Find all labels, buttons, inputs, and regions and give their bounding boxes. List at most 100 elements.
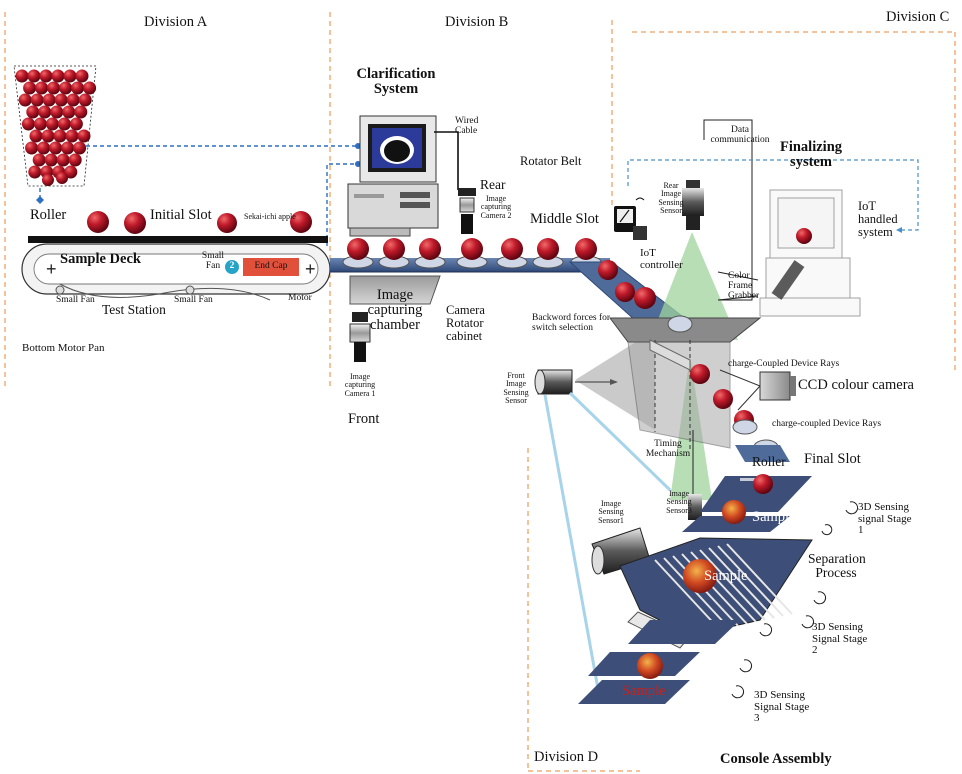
iot-handled-system-label: IoT handled system — [858, 200, 908, 239]
hopper-apple — [50, 106, 63, 119]
hopper-apple — [34, 118, 47, 131]
bottom-motor-pan-label: Bottom Motor Pan — [22, 343, 105, 355]
hopper-apple — [58, 118, 71, 131]
hopper-apple — [28, 70, 41, 83]
roller-c-label: Roller — [752, 455, 786, 469]
initial-slot-label: Initial Slot — [150, 208, 212, 223]
apple-variety-label: Sekai-ichi apple — [244, 213, 296, 221]
hopper-apple — [57, 154, 70, 167]
division-c-title: Division C — [886, 10, 949, 25]
hopper-apple — [19, 94, 32, 107]
hopper-apple — [83, 82, 96, 95]
division-b-title: Division B — [445, 15, 508, 30]
hopper-apple — [35, 82, 48, 95]
hopper-apple — [25, 142, 38, 155]
end-cap-label: End Cap — [243, 262, 299, 272]
front-sensor-label: Front Image Sensing Sensor — [498, 372, 534, 406]
hopper-apple — [37, 142, 50, 155]
hopper-apple — [56, 172, 68, 184]
hopper-apple — [42, 174, 54, 186]
belt-apple — [419, 238, 441, 260]
hopper-apple — [47, 82, 60, 95]
roller-label: Roller — [30, 208, 66, 223]
hopper-apple — [23, 82, 36, 95]
belt-apple — [501, 238, 523, 260]
svg-text:+: + — [46, 259, 57, 279]
final-slot-label: Final Slot — [804, 452, 861, 467]
hopper-apple — [64, 70, 77, 83]
rear-sensor-label: Rear Image Sensing Sensor — [656, 182, 686, 216]
front-sensor — [535, 370, 572, 394]
hopper-apple — [46, 118, 59, 131]
hopper-apple — [73, 142, 86, 155]
camera-2-label: Image capturing Camera 2 — [476, 195, 516, 220]
sample-mid-label: Sample — [704, 569, 748, 584]
hopper-apple — [79, 94, 92, 107]
hopper-apple — [66, 130, 79, 143]
hopper-apple — [45, 154, 58, 167]
stage-2-label: 3D Sensing Signal Stage 2 — [812, 622, 872, 657]
data-communication-label: Data communication — [710, 126, 770, 146]
hopper-apple — [43, 94, 56, 107]
ccd-camera-label: CCD colour camera — [798, 378, 914, 393]
color-frame-grabber-label: Color Frame Grabber — [728, 272, 776, 302]
image-capturing-chamber-label: Image capturing chamber — [362, 288, 428, 334]
clarification-system-label: Clarification System — [356, 67, 436, 97]
hopper-apple — [52, 70, 65, 83]
apple-hopper — [14, 66, 96, 186]
belt-apple — [575, 238, 597, 260]
hopper-apple — [62, 106, 75, 119]
hopper-apple — [61, 142, 74, 155]
hopper-apple — [59, 82, 72, 95]
rear-label: Rear — [480, 178, 505, 192]
clarification-computer — [348, 116, 458, 236]
camera-rotator-cabinet-label: Camera Rotator cabinet — [446, 304, 490, 343]
sensor-3-label: Image Sensing Sensor3 — [664, 490, 694, 515]
belt-apple — [461, 238, 483, 260]
hopper-apple — [70, 118, 83, 131]
hopper-apple — [78, 130, 91, 143]
belt-apple — [537, 238, 559, 260]
data-links — [40, 146, 358, 246]
ccd-rays-bottom-label: charge-coupled Device Rays — [772, 420, 881, 430]
timing-mechanism-label: Timing Mechanism — [640, 440, 696, 460]
middle-slot-label: Middle Slot — [530, 212, 599, 227]
backward-forces-label: Backword forces for switch selection — [532, 314, 636, 334]
motor-label: Motor — [288, 294, 312, 304]
front-label: Front — [348, 412, 379, 427]
iot-controller-device — [614, 198, 647, 240]
hopper-apple — [54, 130, 67, 143]
division-d-title: Division D — [534, 750, 598, 765]
svg-text:+: + — [305, 259, 316, 279]
camera-2 — [458, 188, 476, 234]
hopper-apple — [26, 106, 39, 119]
iot-controller-label: IoT controller — [640, 248, 682, 271]
camera-1-label: Image capturing Camera 1 — [340, 373, 380, 398]
hopper-apple — [16, 70, 29, 83]
hopper-apple — [31, 94, 44, 107]
hopper-apple — [76, 70, 89, 83]
hopper-apple — [49, 142, 62, 155]
sample-top-label: Sample — [752, 510, 796, 525]
hopper-apple — [67, 94, 80, 107]
sensor-1-label: Image Sensing Sensor1 — [594, 500, 628, 525]
small-fan-upper-label: Small Fan — [200, 252, 226, 272]
wired-cable-label: Wired Cable — [455, 117, 485, 137]
rotator-belt-label: Rotator Belt — [520, 155, 581, 168]
stage-1-label: 3D Sensing signal Stage 1 — [858, 502, 918, 537]
hopper-apple — [40, 70, 53, 83]
hopper-apple — [69, 154, 82, 167]
belt-apple — [347, 238, 369, 260]
hopper-apple — [74, 106, 87, 119]
belt-apple — [383, 238, 405, 260]
hopper-apple — [42, 130, 55, 143]
finalizing-system-label: Finalizing system — [770, 140, 852, 170]
roller-marker — [36, 196, 44, 204]
sample-bottom-label: Sample — [622, 684, 666, 699]
test-station-label: Test Station — [102, 303, 166, 317]
end-cap-number: 2 — [226, 262, 238, 272]
division-a-title: Division A — [144, 15, 207, 30]
hopper-apple — [33, 154, 46, 167]
hopper-apple — [30, 130, 43, 143]
